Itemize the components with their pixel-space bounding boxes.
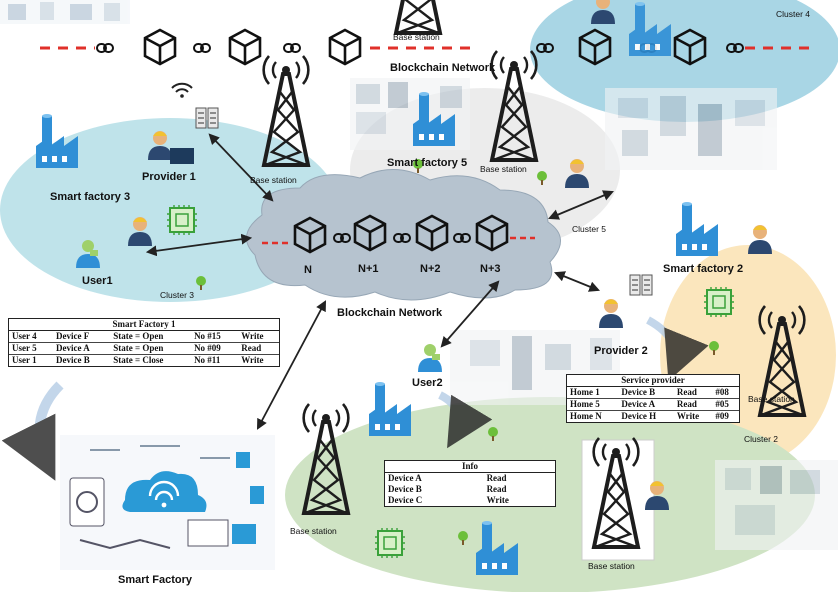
table-cell: Home N	[570, 411, 602, 421]
block-icon	[228, 28, 262, 66]
table-cell: State = Close	[113, 355, 164, 365]
table-cell: Device A	[618, 398, 674, 411]
blockchain-network-center-label: Blockchain Network	[337, 307, 443, 319]
table-title: Info	[385, 461, 555, 473]
table-cell: #09	[715, 411, 729, 421]
table-row: Device A Read	[385, 473, 555, 485]
table-cell: Read	[486, 473, 507, 483]
table-cell: No #09	[191, 342, 239, 355]
chip-icon	[374, 527, 406, 559]
info-table: Info Device A Read Device B Read Device …	[384, 460, 556, 507]
table-cell: Device B	[388, 484, 422, 494]
block-icon	[328, 28, 362, 66]
table-cell: Device A	[53, 342, 111, 355]
table-cell: State = Open	[110, 342, 192, 355]
table-title: Service provider	[567, 375, 739, 387]
base-station-label: Base station	[393, 32, 440, 42]
table-title: Smart Factory 1	[9, 319, 279, 331]
connection-arrows	[145, 133, 614, 430]
table-row: Home 1 Device B Read #08	[567, 386, 739, 399]
provider2-label: Provider 2	[594, 345, 648, 357]
block-label-n: N	[304, 264, 312, 276]
table-cell: User 5	[9, 342, 54, 355]
table-row: User 5 Device A State = Open No #09 Read	[9, 342, 279, 355]
table-cell: #05	[712, 398, 739, 411]
table-row: Device C Write	[385, 495, 555, 506]
base-station-label: Base station	[250, 175, 297, 185]
service-provider-table: Service provider Home 1 Device B Read #0…	[566, 374, 740, 423]
table-cell: Device H	[621, 411, 657, 421]
table-cell: No #15	[191, 330, 239, 343]
table-cell: Write	[486, 495, 509, 505]
user1-label: User1	[82, 275, 113, 287]
smart-factory-illustration	[1, 381, 275, 570]
worker-icon	[748, 225, 772, 254]
table-cell: No #11	[194, 355, 221, 365]
laptop-icon	[170, 148, 194, 164]
block-label-n2: N+2	[420, 263, 441, 275]
chip-icon	[703, 286, 735, 318]
table-row: User 1 Device B State = Close No #11 Wri…	[9, 355, 279, 367]
block-label-n3: N+3	[480, 263, 501, 275]
table-cell: Device B	[56, 355, 90, 365]
table-cell: User 1	[12, 355, 37, 365]
flow-arrow	[438, 391, 493, 449]
blockchain-network-top-label: Blockchain Network	[390, 62, 496, 74]
table-cell: Device A	[388, 473, 422, 483]
blockchain-cloud	[246, 169, 561, 301]
table-row: Device B Read	[385, 484, 555, 495]
table-cell: Read	[673, 386, 713, 399]
table-cell: Device B	[618, 386, 674, 399]
base-station-label: Base station	[748, 394, 795, 404]
table-row: Home N Device H Write #09	[567, 411, 739, 423]
factory-icon	[369, 382, 411, 436]
base-station-label: Base station	[588, 561, 635, 571]
smart-factory3-label: Smart factory 3	[50, 191, 130, 203]
provider-person-icon	[599, 299, 623, 328]
top-blockchain-chain	[40, 28, 810, 66]
table-cell: Read	[238, 342, 279, 355]
iot-collage-bottom-right	[715, 460, 838, 550]
user-icon	[418, 344, 442, 372]
base-station-label: Base station	[480, 164, 527, 174]
base-station-label: Base station	[290, 526, 337, 536]
cluster3-label: Cluster 3	[160, 290, 194, 300]
provider1-label: Provider 1	[142, 171, 196, 183]
table-cell: Device F	[53, 330, 111, 343]
cluster4-label: Cluster 4	[776, 9, 810, 19]
smart-factory1-table: Smart Factory 1 User 4 Device F State = …	[8, 318, 280, 367]
cluster5-label: Cluster 5	[572, 224, 606, 234]
cluster2-label: Cluster 2	[744, 434, 778, 444]
table-cell: Read	[673, 398, 713, 411]
table-cell: State = Open	[110, 330, 192, 343]
flow-arrow	[646, 316, 709, 381]
smart-factory-bottom-label: Smart Factory	[118, 574, 193, 586]
table-cell: Write	[238, 330, 279, 343]
table-row: Home 5 Device A Read #05	[567, 398, 739, 411]
table-cell: Read	[486, 484, 507, 494]
table-cell: #08	[712, 386, 739, 399]
server-icon	[629, 274, 653, 296]
table-cell: User 4	[9, 330, 54, 343]
chip-icon	[166, 204, 198, 236]
block-icon	[143, 28, 177, 66]
table-cell: Home 1	[567, 386, 619, 399]
user2-label: User2	[412, 377, 443, 389]
table-row: User 4 Device F State = Open No #15 Writ…	[9, 330, 279, 343]
smart-factory2-label: Smart factory 2	[663, 263, 743, 275]
iot-collage-top-left	[0, 0, 130, 24]
smart-factory5-label: Smart factory 5	[387, 157, 467, 169]
iot-collage-top-right	[605, 88, 777, 170]
table-cell: Device C	[388, 495, 423, 505]
block-label-n1: N+1	[358, 263, 379, 275]
table-cell: Write	[676, 411, 700, 421]
table-cell: Home 5	[567, 398, 619, 411]
wifi-icon	[171, 82, 193, 93]
base-station-icon	[393, 0, 443, 35]
table-cell: Write	[241, 355, 264, 365]
factory-icon	[676, 202, 718, 256]
factory-icon	[36, 114, 78, 168]
